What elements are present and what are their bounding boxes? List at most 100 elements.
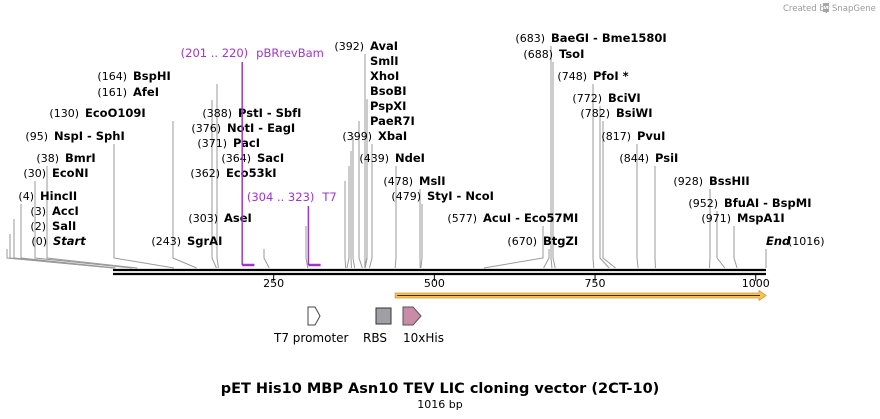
- site-name-pvui: PvuI: [637, 129, 665, 143]
- leader-asei: [305, 226, 309, 269]
- site-position-psti-sbfi: (388): [202, 107, 232, 120]
- tag-arrow-icon: [402, 306, 422, 326]
- site-name-psii: PsiI: [655, 151, 678, 165]
- site-label-start: (0) Start: [31, 234, 86, 248]
- site-position-start: (0): [31, 235, 47, 248]
- site-position-bmri: (38): [36, 152, 59, 165]
- site-position-paci: (371): [197, 137, 227, 150]
- site-label-psti-sbfi: (388)PstI - SbfI: [202, 106, 301, 120]
- sequence-backbone: [113, 268, 766, 276]
- leader-bsiwi: [602, 121, 616, 269]
- site-label-styi-ncoi: (479) StyI - NcoI: [391, 189, 494, 203]
- site-position-pvui: (817): [601, 130, 631, 143]
- site-position-avai: (392): [334, 40, 364, 53]
- site-label-sali: (2)SalI: [30, 219, 76, 233]
- site-name-styi-ncoi: StyI - NcoI: [427, 189, 494, 203]
- site-name-sgrai: SgrAI: [187, 234, 222, 248]
- feature-name-t7: T7: [321, 190, 336, 204]
- tick-label-750: 750: [585, 277, 606, 290]
- feature-t7: (304 .. 323)T7: [247, 190, 337, 267]
- legend-label-rbs: RBS: [363, 331, 387, 345]
- site-name-saci: SacI: [257, 151, 284, 165]
- site-position-hincii: (4): [18, 190, 34, 203]
- site-position-bfuai-bspmi: (952): [688, 197, 718, 210]
- promoter-arrow-icon: [307, 306, 321, 326]
- site-label-hincii: (4) HincII: [18, 189, 77, 203]
- site-name-xbai: XbaI: [378, 129, 407, 143]
- site-position-afei: (161): [97, 86, 127, 99]
- site-name-xhoi: XhoI: [370, 69, 399, 83]
- snapgene-logo-icon: [823, 3, 829, 12]
- site-name-bsiwi: BsiWI: [616, 106, 653, 120]
- site-name-end: End: [766, 234, 791, 248]
- orf-arrow: [394, 289, 767, 302]
- site-label-sgrai: (243) SgrAI: [151, 234, 222, 248]
- leader-hincii: [20, 204, 116, 269]
- site-name-start: Start: [53, 234, 86, 248]
- site-position-styi-ncoi: (479): [391, 190, 421, 203]
- site-label-mspa1i: (971)MspA1I: [701, 211, 784, 225]
- feature-name-pbrrevbam: pBRrevBam: [256, 46, 324, 60]
- leader-saci: [346, 166, 350, 269]
- site-label-pfoi-star: (748)PfoI *: [557, 69, 628, 83]
- site-label-avai: (392)AvaI: [334, 39, 398, 53]
- snapgene-credit: Created by SnapGene: [783, 3, 876, 14]
- site-name-acui-eco57mi: AcuI - Eco57MI: [483, 211, 578, 225]
- site-name-smli: SmlI: [370, 54, 399, 68]
- legend-item-rbs: RBS: [363, 307, 392, 345]
- leader-tsoi: [552, 62, 556, 269]
- site-position-acui-eco57mi: (577): [447, 212, 477, 225]
- site-label-noti-eagi: (376) NotI - EagI: [191, 121, 295, 135]
- leader-afei: [211, 100, 217, 269]
- primer-features: (201 .. 220)pBRrevBam(304 .. 323)T7: [181, 46, 337, 267]
- site-name-ndei: NdeI: [395, 151, 425, 165]
- site-position-baegi-bme1580i: (683): [515, 32, 545, 45]
- site-label-bsshii: (928)BssHII: [673, 174, 749, 188]
- site-label-xbai: (399)XbaI: [342, 129, 407, 143]
- leader-sgrai: [263, 249, 270, 269]
- leader-paer7i: [364, 129, 368, 269]
- site-name-bcivi: BciVI: [608, 91, 641, 105]
- site-position-end: (1016): [788, 235, 825, 248]
- legend-label-t7-promoter: T7 promoter: [273, 331, 349, 345]
- map-title: pET His10 MBP Asn10 TEV LIC cloning vect…: [221, 381, 660, 397]
- site-name-noti-eagi: NotI - EagI: [227, 121, 295, 135]
- site-label-bfuai-bspmi: (952) BfuAI - BspMI: [688, 196, 811, 210]
- site-label-pspxi: PspXI: [370, 99, 406, 113]
- leader-baegi-bme1580i: [550, 46, 553, 269]
- site-label-econi: (30)EcoNI: [23, 166, 88, 180]
- site-name-bsobi: BsoBI: [370, 84, 407, 98]
- legend-label-10xhis: 10xHis: [403, 331, 444, 345]
- leader-econi: [34, 181, 133, 269]
- site-name-tsoi: TsoI: [559, 47, 584, 61]
- site-name-asei: AseI: [224, 211, 252, 225]
- site-name-baegi-bme1580i: BaeGI - Bme1580I: [551, 31, 667, 45]
- site-position-noti-eagi: (376): [191, 122, 221, 135]
- site-position-psii: (844): [619, 152, 649, 165]
- site-label-ecoo109i: (130)EcoO109I: [49, 106, 145, 120]
- site-label-afei: (161) AfeI: [97, 85, 159, 99]
- leader-acui-eco57mi: [483, 226, 544, 269]
- site-name-hincii: HincII: [40, 189, 77, 203]
- site-position-asei: (303): [188, 212, 218, 225]
- leader-styi-ncoi: [420, 204, 423, 269]
- site-label-asei: (303) AseI: [188, 211, 251, 225]
- site-name-afei: AfeI: [133, 85, 159, 99]
- site-label-psii: (844) PsiI: [619, 151, 678, 165]
- site-name-bfuai-bspmi: BfuAI - BspMI: [724, 196, 811, 210]
- site-position-btgzi: (670): [507, 235, 537, 248]
- site-position-msli: (478): [383, 175, 413, 188]
- leader-mspa1i: [733, 226, 738, 269]
- site-position-acci: (3): [30, 205, 46, 218]
- site-position-eco53ki: (362): [190, 167, 220, 180]
- site-position-bcivi: (772): [572, 92, 602, 105]
- site-label-paer7i: PaeR7I: [370, 114, 415, 128]
- map-length: 1016 bp: [417, 398, 462, 411]
- site-name-pfoi-star: PfoI *: [593, 69, 629, 83]
- site-label-eco53ki: (362)Eco53kI: [190, 166, 276, 180]
- site-label-bcivi: (772) BciVI: [572, 91, 640, 105]
- site-name-bsshii: BssHII: [709, 174, 750, 188]
- site-position-sgrai: (243): [151, 235, 181, 248]
